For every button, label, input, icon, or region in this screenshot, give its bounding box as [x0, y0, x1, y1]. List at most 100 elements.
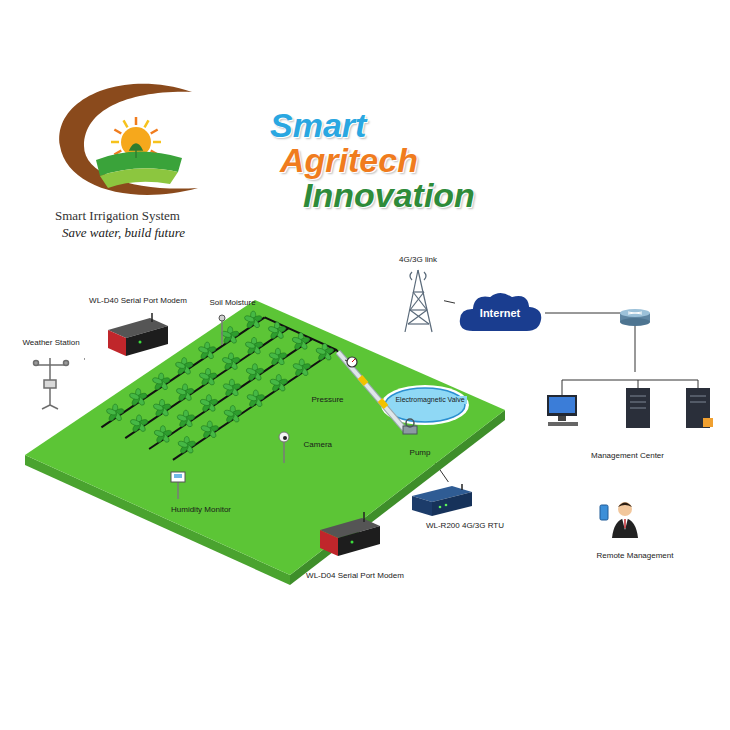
sensor-node: Soil Moisture: [195, 298, 270, 350]
remote-user: [622, 518, 628, 530]
node-label: WL-R200 4G/3G RTU: [424, 521, 506, 530]
signal-tower: [424, 272, 426, 280]
workstation: [549, 397, 575, 413]
crop-rows: [129, 389, 148, 407]
crop-rows: [200, 395, 219, 413]
title-word: Innovation: [303, 176, 475, 215]
server: [630, 402, 646, 403]
crop-rows: [223, 409, 234, 417]
crop-rows: [292, 359, 311, 377]
node-label: 4G/3G link: [397, 255, 439, 264]
server: [690, 396, 706, 397]
server: [703, 418, 713, 427]
crop-rows: [200, 421, 219, 439]
crop-rows: [222, 357, 233, 365]
remote-user-node: Remote Management: [580, 496, 690, 560]
node-label: Remote Management: [595, 551, 676, 560]
crop-rows: [177, 440, 188, 448]
connector-line: [84, 358, 85, 359]
signal-tower: [413, 292, 427, 310]
camera-node: Camera: [272, 425, 334, 465]
sun-rays: [124, 120, 128, 127]
crop-rows: [129, 392, 140, 400]
remote-user: [600, 505, 608, 520]
server: [626, 388, 650, 428]
water-pipe: [338, 352, 405, 430]
sensor-node: Pressure: [300, 368, 355, 404]
crop-rows: [268, 326, 279, 334]
crop-rows: [177, 414, 188, 422]
camera: [283, 436, 287, 440]
rtu-device: [412, 496, 432, 516]
crop-rows: [176, 388, 187, 396]
serial-modem: [108, 313, 168, 356]
crop-rows: [221, 327, 240, 345]
crop-rows: [244, 311, 263, 329]
node-label: Soil Moisture: [207, 298, 257, 307]
serial-modem: [108, 330, 126, 356]
title-word: Smart: [270, 106, 366, 145]
crop-rows: [269, 378, 280, 386]
router: [620, 309, 650, 317]
crop-rows: [154, 429, 165, 437]
crop-rows: [149, 339, 312, 449]
logo: [59, 84, 198, 195]
serial-modem: [151, 313, 153, 322]
sun-rays: [111, 141, 119, 144]
crop-rows: [106, 408, 117, 416]
node-label: Electromagnetic Valve: [393, 396, 466, 404]
node-label: WL-D04 Serial Port Modem: [304, 571, 406, 580]
signal-tower: [405, 270, 418, 332]
server: [630, 408, 646, 409]
crop-rows: [101, 311, 338, 460]
crop-rows: [106, 404, 125, 422]
field-top: [25, 300, 505, 575]
logo-tree: [130, 144, 142, 158]
workstation: [547, 395, 577, 416]
crop-rows: [175, 358, 194, 376]
signal-tower: [410, 310, 429, 324]
pump-valve: [406, 419, 414, 427]
field: [25, 300, 505, 585]
logo-hill: [100, 168, 178, 188]
crop-rows: [315, 347, 326, 355]
crop-rows: [246, 390, 265, 408]
soil-sensor: [219, 315, 225, 345]
rtu-node: WL-R200 4G/3G RTU: [405, 482, 525, 530]
node-label: Camera: [302, 440, 334, 449]
humidity-monitor: [171, 472, 185, 482]
signal-tower: [408, 323, 429, 324]
valve-node: Electromagnetic Valve: [388, 392, 472, 408]
sensor-node: Humidity Monitor: [160, 468, 242, 514]
crop-rows: [245, 341, 256, 349]
modem-node: WL-D40 Serial Port Modem: [85, 296, 191, 374]
rtu-device: [445, 504, 448, 507]
crop-rows: [246, 364, 265, 382]
crop-rows: [176, 384, 195, 402]
crop-rows: [153, 399, 172, 417]
rtu-device: [439, 506, 442, 509]
water-pipe: [380, 400, 386, 407]
router: [620, 318, 650, 326]
camera: [279, 432, 289, 442]
pump-valve: [403, 419, 417, 434]
pressure-gauge: [347, 357, 357, 367]
crop-rows: [269, 348, 288, 366]
pressure-gauge: [352, 359, 355, 362]
crop-rows: [152, 377, 163, 385]
signal-tower: [410, 292, 424, 310]
crop-rows: [245, 337, 264, 355]
cloud-shape: [459, 292, 542, 332]
network-wires: [562, 380, 698, 381]
water-pipe: [338, 352, 405, 430]
workstation: [547, 395, 578, 426]
weather-station: [64, 361, 69, 366]
crop-rows: [130, 415, 149, 433]
crop-rows: [177, 410, 196, 428]
crop-rows: [223, 383, 234, 391]
camera: [283, 441, 285, 463]
router: [628, 312, 642, 314]
sun-rays: [135, 117, 138, 125]
remote-user: [624, 519, 626, 528]
weather-station: [36, 364, 66, 366]
